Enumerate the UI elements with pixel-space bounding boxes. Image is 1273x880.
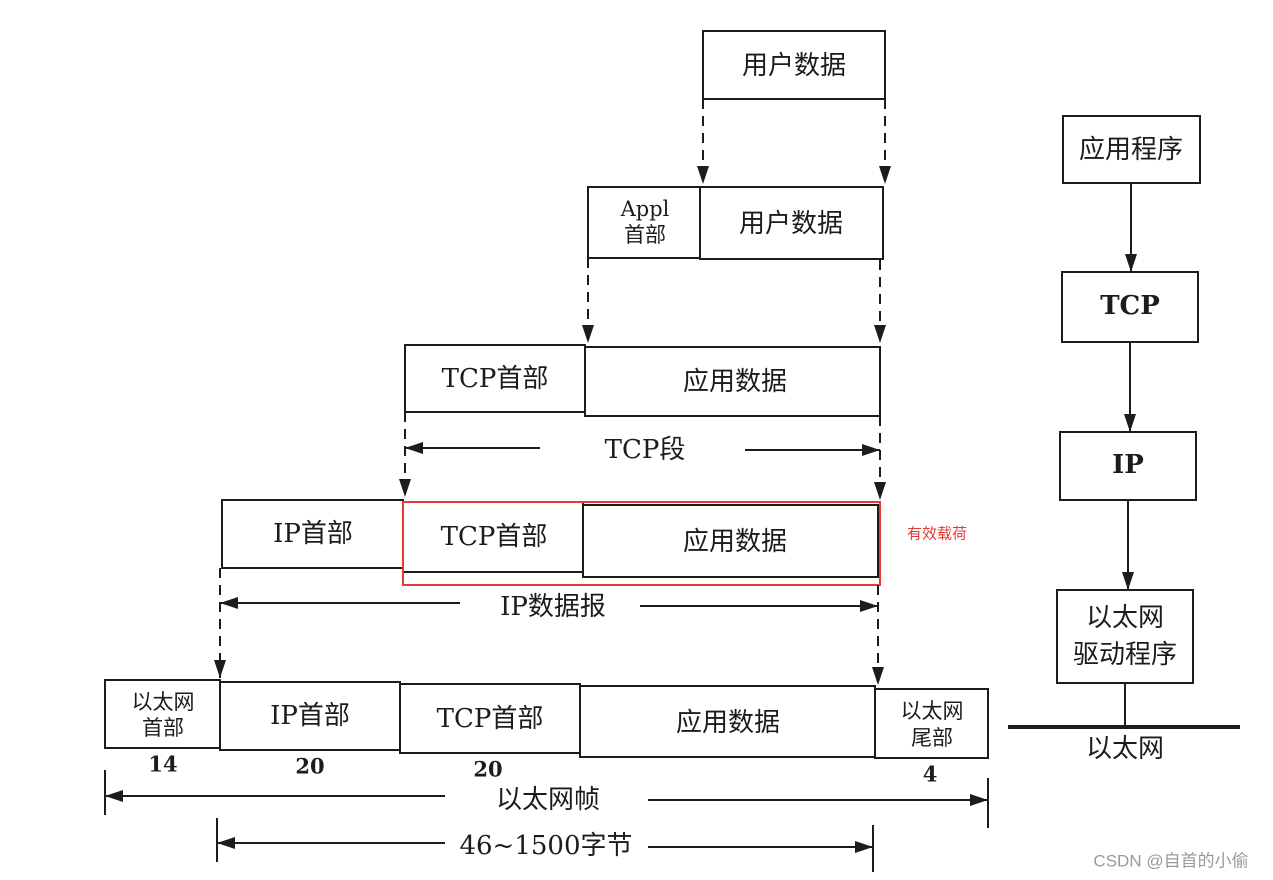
ip-row: IP首部 TCP首部 应用数据 bbox=[221, 499, 879, 578]
tcp-segment-label: TCP段 bbox=[605, 435, 686, 465]
appl-row: Appl 首部 用户数据 bbox=[587, 186, 884, 260]
stack-layer-application bbox=[1062, 115, 1201, 184]
appl-user-data-label: 用户数据 bbox=[739, 209, 843, 239]
size-ip-header: 20 bbox=[295, 754, 324, 779]
eth-row-tcp-header-label: TCP首部 bbox=[437, 704, 544, 734]
eth-row-app-data-label: 应用数据 bbox=[676, 708, 780, 738]
ip-datagram-span: IP数据报 bbox=[220, 592, 878, 622]
eth-trailer-box bbox=[874, 688, 989, 759]
stack-layer-ip-label: IP bbox=[1112, 450, 1144, 480]
field-sizes: 14 20 20 4 bbox=[148, 752, 937, 787]
size-tcp-header: 20 bbox=[473, 757, 502, 782]
eth-row-ip-header-box bbox=[219, 681, 401, 751]
eth-row-app-data-box bbox=[579, 685, 876, 758]
appl-header-line1: Appl bbox=[620, 197, 670, 221]
ip-header-box bbox=[221, 499, 404, 569]
payload-label: 有效载荷 bbox=[907, 526, 967, 543]
ip-header-label: IP首部 bbox=[273, 519, 353, 549]
tcp-header-label: TCP首部 bbox=[442, 364, 549, 394]
eth-header-line2: 首部 bbox=[142, 716, 184, 740]
eth-trailer-line1: 以太网 bbox=[901, 699, 964, 723]
stack-layer-ethernet-driver bbox=[1056, 589, 1194, 684]
protocol-stack: 应用程序 TCP IP 以太网 驱动程序 以太网 bbox=[1008, 115, 1240, 764]
stack-layer-ethernet-driver-line1: 以太网 bbox=[1086, 603, 1164, 633]
appl-header-line2: 首部 bbox=[624, 223, 666, 247]
tcp-header-box bbox=[404, 344, 586, 413]
payload-size-span: 46~1500字节 bbox=[216, 818, 874, 872]
appl-user-data-box bbox=[699, 186, 884, 260]
ip-row-tcp-header-label: TCP首部 bbox=[441, 522, 548, 552]
ethernet-network-label: 以太网 bbox=[1086, 734, 1164, 764]
user-data-label: 用户数据 bbox=[742, 51, 846, 81]
size-eth-header: 14 bbox=[148, 752, 177, 777]
stack-layer-application-label: 应用程序 bbox=[1079, 135, 1183, 165]
appl-header-box bbox=[587, 186, 701, 259]
eth-header-line1: 以太网 bbox=[132, 690, 195, 714]
user-data-row: 用户数据 bbox=[702, 30, 886, 100]
ip-row-app-data-label: 应用数据 bbox=[683, 527, 787, 557]
stack-layer-tcp-label: TCP bbox=[1100, 291, 1160, 321]
stack-layer-ip bbox=[1059, 431, 1197, 501]
ip-row-tcp-header-box bbox=[402, 501, 584, 573]
ethernet-frame-span: 以太网帧 bbox=[104, 770, 989, 828]
tcp-segment-span: TCP段 bbox=[405, 435, 880, 465]
tcp-app-data-box bbox=[584, 346, 881, 417]
watermark: CSDN @自首的小偷 bbox=[1093, 852, 1248, 871]
ip-datagram-label: IP数据报 bbox=[500, 592, 606, 622]
eth-trailer-line2: 尾部 bbox=[911, 726, 953, 750]
tcp-row: TCP首部 应用数据 bbox=[404, 344, 881, 417]
payload-size-label: 46~1500字节 bbox=[459, 831, 632, 861]
eth-header-box bbox=[104, 679, 221, 749]
tcp-app-data-label: 应用数据 bbox=[683, 367, 787, 397]
payload-highlight-box bbox=[402, 501, 881, 586]
ethernet-row: 以太网 首部 IP首部 TCP首部 应用数据 以太网 尾部 bbox=[104, 679, 989, 759]
user-data-box bbox=[702, 30, 886, 100]
ethernet-frame-label: 以太网帧 bbox=[496, 785, 600, 815]
eth-row-ip-header-label: IP首部 bbox=[270, 701, 350, 731]
size-eth-trailer: 4 bbox=[923, 762, 938, 787]
ip-row-app-data-box bbox=[582, 504, 879, 578]
eth-row-tcp-header-box bbox=[399, 683, 581, 754]
stack-layer-ethernet-driver-line2: 驱动程序 bbox=[1073, 640, 1177, 670]
